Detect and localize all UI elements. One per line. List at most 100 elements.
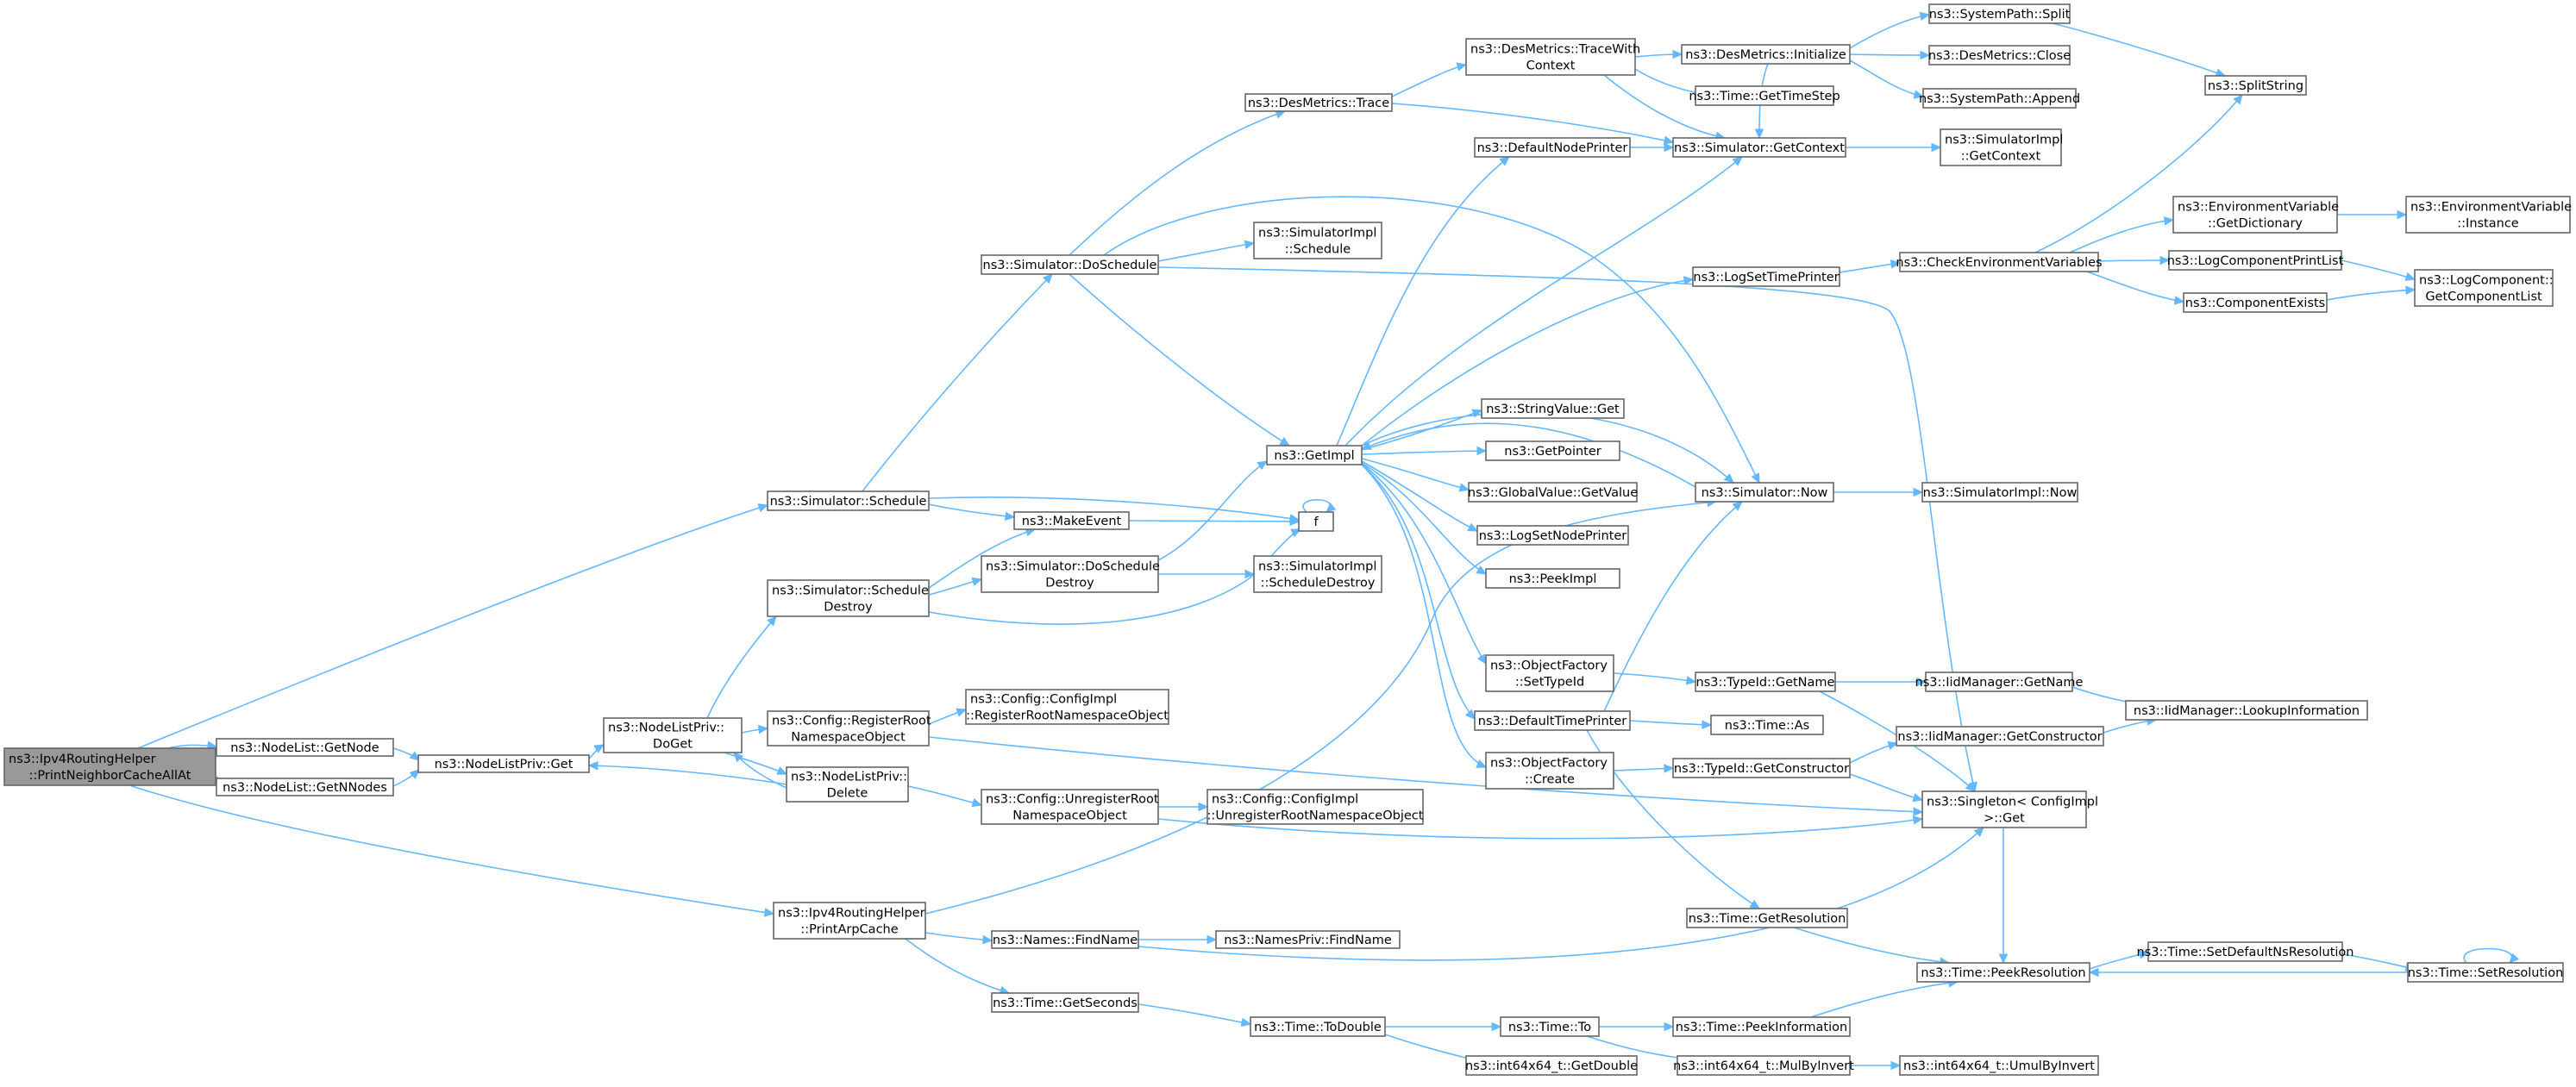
node-objfactory-create[interactable]: ns3::ObjectFactory::Create	[1485, 752, 1614, 790]
node-cfg-register[interactable]: ns3::Config::RegisterRootNamespaceObject	[767, 710, 931, 747]
node-iid-lookup[interactable]: ns3::IidManager::LookupInformation	[2125, 700, 2368, 721]
node-envvar-instance[interactable]: ns3::EnvironmentVariable::Instance	[2405, 196, 2572, 234]
node-label: ns3::GlobalValue::GetValue	[1468, 486, 1638, 500]
edge-getimpl-to-objfactory_settypeid	[1361, 463, 1487, 665]
node-cfgimpl-register[interactable]: ns3::Config::ConfigImpl::RegisterRootNam…	[965, 689, 1169, 725]
node-logcomp-getlist[interactable]: ns3::LogComponent::GetComponentList	[2414, 269, 2554, 307]
node-time-todouble[interactable]: ns3::Time::ToDouble	[1250, 1016, 1386, 1037]
node-singleton-get[interactable]: ns3::Singleton< ConfigImpl >::Get	[1921, 790, 2098, 828]
node-label: ns3::SystemPath::Split	[1929, 8, 2071, 22]
edge-cfg_unregister-to-singleton_get	[1157, 815, 1924, 840]
node-logset-node[interactable]: ns3::LogSetNodePrinter	[1476, 525, 1629, 546]
edge-objfactory_settypeid-to-typeid_getname	[1613, 672, 1697, 685]
node-time-peekres[interactable]: ns3::Time::PeekResolution	[1916, 962, 2090, 983]
edge-root-to-print_arp	[128, 784, 775, 917]
node-label: ns3::Time::ToDouble	[1254, 1021, 1382, 1034]
edge-sim_doschedule_destroy-to-simimpl_scheddestroy	[1157, 569, 1256, 579]
edge-desm_initialize-to-syspath_append	[1849, 59, 1925, 99]
node-int64-getdouble[interactable]: ns3::int64x64_t::GetDouble	[1465, 1055, 1638, 1076]
node-iid-getname[interactable]: ns3::IidManager::GetName	[1915, 672, 2084, 692]
node-nl-getnode[interactable]: ns3::NodeList::GetNode	[216, 738, 394, 757]
edge-logcomp_printlist-to-logcomp_getlist	[2341, 259, 2416, 282]
node-stringvalue-get[interactable]: ns3::StringValue::Get	[1481, 398, 1625, 419]
node-desm-close[interactable]: ns3::DesMetrics::Close	[1928, 45, 2071, 66]
node-label: ns3::SystemPath::Append	[1919, 92, 2080, 106]
node-sim-doschedule[interactable]: ns3::Simulator::DoSchedule	[981, 254, 1159, 275]
node-make-event[interactable]: ns3::MakeEvent	[1013, 511, 1130, 530]
node-time-getresolution[interactable]: ns3::Time::GetResolution	[1686, 908, 1848, 928]
node-label: ns3::DesMetrics::Trace	[1248, 97, 1389, 110]
node-label: ::Instance	[2457, 217, 2519, 231]
node-component-exists[interactable]: ns3::ComponentExists	[2183, 292, 2328, 313]
edge-names_find-to-singleton_get	[1138, 827, 1984, 961]
node-time-setres[interactable]: ns3::Time::SetResolution	[2407, 962, 2564, 983]
node-label: ns3::SimulatorImpl::Now	[1923, 486, 2078, 500]
node-root[interactable]: ns3::Ipv4RoutingHelper::PrintNeighborCac…	[3, 747, 216, 786]
node-syspath-append[interactable]: ns3::SystemPath::Append	[1919, 88, 2080, 109]
node-typeid-getctor[interactable]: ns3::TypeId::GetConstructor	[1672, 758, 1851, 778]
edge-getimpl-to-default_time_printer	[1361, 464, 1476, 720]
node-simimpl-scheddestroy[interactable]: ns3::SimulatorImpl::ScheduleDestroy	[1253, 555, 1382, 593]
node-cfg-unregister[interactable]: ns3::Config::UnregisterRootNamespaceObje…	[981, 789, 1159, 825]
node-f[interactable]: f	[1298, 511, 1334, 532]
node-label: ns3::CheckEnvironmentVariables	[1896, 256, 2102, 270]
edge-getimpl-to-logset_time	[1361, 276, 1695, 447]
node-nlp-doget[interactable]: ns3::NodeListPriv::DoGet	[603, 717, 743, 753]
node-label: ns3::int64x64_t::MulByInvert	[1673, 1059, 1854, 1073]
node-desm-trace[interactable]: ns3::DesMetrics::Trace	[1244, 93, 1393, 112]
edge-getimpl-to-objfactory_create	[1361, 464, 1488, 768]
node-objfactory-settypeid[interactable]: ns3::ObjectFactory::SetTypeId	[1485, 654, 1614, 692]
node-default-time-printer[interactable]: ns3::DefaultTimePrinter	[1474, 710, 1631, 731]
node-cfgimpl-unregister[interactable]: ns3::Config::ConfigImpl::UnregisterRootN…	[1207, 789, 1424, 825]
node-default-node-printer[interactable]: ns3::DefaultNodePrinter	[1474, 137, 1631, 158]
node-check-env[interactable]: ns3::CheckEnvironmentVariables	[1896, 252, 2103, 272]
node-label: ns3::Simulator::DoSchedule	[983, 259, 1157, 272]
edge-nlp_delete-to-cfg_unregister	[907, 785, 983, 808]
node-sim-schedule-destroy[interactable]: ns3::Simulator::ScheduleDestroy	[767, 579, 930, 617]
edge-component_exists-to-logcomp_getlist	[2326, 285, 2416, 301]
node-label: ns3::SimulatorImpl	[1945, 134, 2063, 147]
edge-desm_tracewith-to-desm_initialize	[1634, 49, 1683, 59]
edge-sim_doschedule-to-desm_trace	[1069, 109, 1287, 256]
node-iid-getctor[interactable]: ns3::IidManager::GetConstructor	[1896, 726, 2104, 747]
node-nlp-get[interactable]: ns3::NodeListPriv::Get	[417, 754, 590, 773]
node-syspath-split[interactable]: ns3::SystemPath::Split	[1928, 3, 2071, 24]
node-time-peekinfo[interactable]: ns3::Time::PeekInformation	[1672, 1016, 1851, 1037]
node-label: ns3::DesMetrics::Initialize	[1685, 48, 1846, 62]
node-simimpl-schedule[interactable]: ns3::SimulatorImpl::Schedule	[1253, 222, 1382, 259]
node-getpointer[interactable]: ns3::GetPointer	[1485, 440, 1620, 461]
node-simimpl-now[interactable]: ns3::SimulatorImpl::Now	[1921, 482, 2078, 503]
call-graph-edges	[128, 11, 2519, 1071]
node-desm-initialize[interactable]: ns3::DesMetrics::Initialize	[1681, 44, 1851, 65]
node-label: ::Create	[1525, 773, 1575, 787]
node-names-find[interactable]: ns3::Names::FindName	[991, 930, 1139, 949]
node-logset-time[interactable]: ns3::LogSetTimePrinter	[1692, 266, 1840, 287]
node-int64-umulbyinvert[interactable]: ns3::int64x64_t::UmulByInvert	[1899, 1055, 2099, 1076]
edge-time_to-to-time_peekinfo	[1598, 1021, 1675, 1032]
node-label: ns3::ComponentExists	[2185, 297, 2326, 310]
node-time-gettimestep[interactable]: ns3::Time::GetTimeStep	[1689, 85, 1840, 106]
node-logcomp-printlist[interactable]: ns3::LogComponentPrintList	[2167, 250, 2344, 271]
node-int64-mulbyinvert[interactable]: ns3::int64x64_t::MulByInvert	[1673, 1055, 1854, 1076]
node-sim-now[interactable]: ns3::Simulator::Now	[1695, 482, 1834, 503]
node-sim-getcontext[interactable]: ns3::Simulator::GetContext	[1672, 137, 1846, 158]
node-split-string[interactable]: ns3::SplitString	[2204, 75, 2307, 96]
node-simimpl-getcontext[interactable]: ns3::SimulatorImpl::GetContext	[1940, 128, 2063, 166]
node-print-arp[interactable]: ns3::Ipv4RoutingHelper::PrintArpCache	[773, 902, 926, 940]
node-nlp-delete[interactable]: ns3::NodeListPriv::Delete	[786, 766, 909, 803]
node-nl-getnnodes[interactable]: ns3::NodeList::GetNNodes	[216, 778, 394, 797]
node-time-getseconds[interactable]: ns3::Time::GetSeconds	[991, 992, 1139, 1013]
node-time-setdefaultns[interactable]: ns3::Time::SetDefaultNsResolution	[2137, 941, 2354, 962]
node-getimpl[interactable]: ns3::GetImpl	[1266, 445, 1363, 465]
node-time-as[interactable]: ns3::Time::As	[1710, 715, 1824, 735]
node-time-to[interactable]: ns3::Time::To	[1500, 1016, 1600, 1037]
node-peekimpl[interactable]: ns3::PeekImpl	[1485, 568, 1620, 589]
node-sim-schedule[interactable]: ns3::Simulator::Schedule	[767, 490, 930, 511]
node-namespriv-find[interactable]: ns3::NamesPriv::FindName	[1215, 930, 1401, 949]
node-typeid-getname[interactable]: ns3::TypeId::GetName	[1695, 672, 1836, 692]
edge-sim_now-to-getimpl	[1360, 422, 1696, 488]
node-envvar-getdict[interactable]: ns3::EnvironmentVariable::GetDictionary	[2172, 196, 2339, 234]
node-globalvalue-get[interactable]: ns3::GlobalValue::GetValue	[1468, 482, 1638, 503]
